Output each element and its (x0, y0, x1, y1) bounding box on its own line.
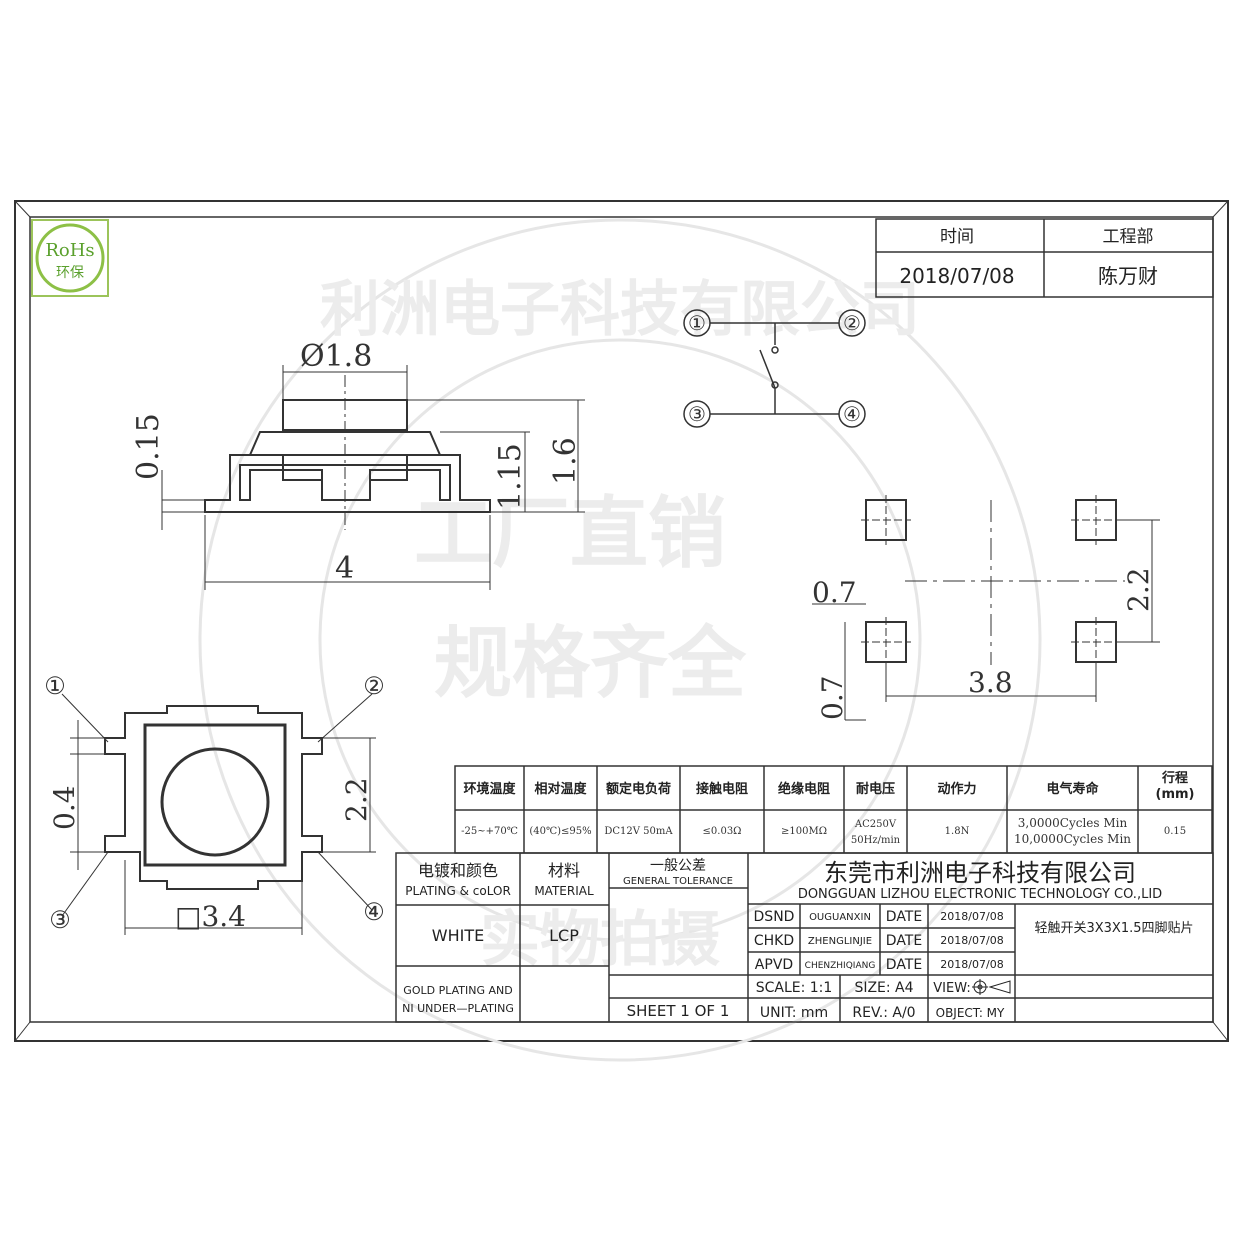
spec-value: AC250V (854, 819, 897, 830)
spec-value: ≤0.03Ω (703, 826, 742, 837)
company-name-en: DONGGUAN LIZHOU ELECTRONIC TECHNOLOGY CO… (798, 887, 1162, 902)
size-field: SIZE: A4 (854, 980, 913, 996)
plating-color-en: PLATING & coLOR (405, 884, 511, 898)
dim-phi-1-8: Ø1.8 (300, 339, 372, 374)
time-label: 时间 (940, 227, 974, 247)
part-name: 轻触开关3X3X1.5四脚贴片 (1034, 920, 1193, 936)
tolerance-en: GENERAL TOLERANCE (623, 876, 733, 887)
spec-header: (mm) (1156, 787, 1195, 802)
pin-4-label: ④ (843, 402, 861, 426)
pin-2-label: ② (843, 311, 861, 335)
watermark-text-4: 实物拍摄 (480, 905, 720, 975)
material-cn: 材料 (548, 861, 580, 880)
gold-plating-line-2: NI UNDER—PLATING (402, 1002, 514, 1015)
approval-date: 2018/07/08 (899, 264, 1014, 288)
top-view-dims (61, 693, 376, 935)
pin-3-label: ③ (688, 402, 706, 426)
spec-header: 绝缘电阻 (778, 781, 830, 797)
spec-header: 电气寿命 (1046, 781, 1099, 797)
gold-plating-line-1: GOLD PLATING AND (403, 984, 512, 997)
spec-value: (40℃)≤95% (529, 826, 591, 837)
dim-1-6: 1.6 (548, 437, 583, 485)
spec-value: 0.15 (1164, 826, 1186, 837)
dim-3-8: 3.8 (968, 666, 1013, 699)
watermark-text-2: 工厂直销 (414, 489, 726, 579)
tolerance-cn: 一般公差 (650, 858, 706, 874)
company-name-cn: 东莞市利洲电子科技有限公司 (824, 859, 1136, 887)
unit-field: UNIT: mm (760, 1005, 828, 1021)
apvd-date: 2018/07/08 (940, 958, 1003, 971)
spec-value: -25~+70℃ (461, 826, 518, 837)
top-pin-4-label: ④ (363, 898, 385, 926)
spec-header: 环境温度 (463, 781, 516, 797)
top-pin-1-label: ① (44, 672, 66, 700)
dsnd-name: OUGUANXIN (809, 912, 871, 923)
spec-header: 行程 (1161, 770, 1188, 786)
side-view-dims (161, 365, 585, 590)
dim-0-7-horizontal: 0.7 (812, 576, 857, 609)
chkd-label: CHKD (754, 933, 794, 949)
watermark-text-1: 利洲电子科技有限公司 (320, 275, 920, 345)
spec-value: 10,0000Cycles Min (1014, 832, 1131, 846)
apvd-label: APVD (755, 957, 793, 973)
spec-value: ≥100MΩ (781, 826, 827, 837)
dsnd-date-label: DATE (886, 909, 922, 925)
spec-table-columns: 环境温度 -25~+70℃ 相对温度 (40℃)≤95% 额定电负荷 DC12V 50mA… (461, 766, 1194, 853)
dim-1-15: 1.15 (493, 443, 528, 510)
dim-2-2-body: 2.2 (340, 777, 373, 822)
spec-header: 耐电压 (856, 781, 895, 797)
dsnd-label: DSND (754, 909, 795, 925)
dsnd-date: 2018/07/08 (940, 910, 1003, 923)
rohs-logo: RoHs 环保 (31, 219, 109, 297)
dim-2-2-pcb: 2.2 (1122, 567, 1155, 612)
dim-0-15: 0.15 (131, 413, 166, 480)
dim-4: 4 (335, 551, 354, 586)
sheet-number: SHEET 1 OF 1 (627, 1002, 730, 1020)
spec-value: 1.8N (945, 826, 970, 837)
dim-box-3-4: □3.4 (175, 900, 246, 933)
spec-value: DC12V 50mA (604, 826, 673, 837)
spec-header: 接触电阻 (696, 781, 748, 797)
top-pin-3-label: ③ (49, 906, 71, 934)
rohs-logo-text: RoHs (45, 240, 94, 261)
title-block-grid (395, 852, 1214, 1023)
watermark-text-3: 规格齐全 (434, 619, 747, 709)
object-field: OBJECT: MY (936, 1006, 1005, 1020)
spec-value: 50Hz/min (851, 835, 901, 846)
color-value: WHITE (432, 926, 484, 945)
material-value: LCP (549, 926, 579, 945)
chkd-date-label: DATE (886, 933, 922, 949)
watermark (198, 218, 1042, 1062)
view-field: VIEW: (933, 981, 970, 996)
spec-value: 3,0000Cycles Min (1018, 816, 1128, 830)
top-view (104, 705, 323, 890)
dim-0-4: 0.4 (48, 785, 81, 830)
pcb-footprint-dims (812, 495, 1160, 721)
rohs-logo-subtext: 环保 (56, 265, 84, 281)
switch-schematic (683, 309, 866, 428)
approval-block (875, 218, 1214, 298)
plating-color-cn: 电镀和颜色 (418, 861, 498, 880)
spec-header: 额定电负荷 (606, 781, 671, 797)
spec-header: 动作力 (937, 781, 976, 797)
chkd-date: 2018/07/08 (940, 934, 1003, 947)
scale-field: SCALE: 1:1 (756, 980, 833, 996)
apvd-date-label: DATE (886, 957, 922, 973)
apvd-name: CHENZHIQIANG (805, 961, 876, 971)
spec-header: 相对温度 (534, 781, 587, 797)
dim-0-7-vertical: 0.7 (816, 675, 849, 720)
pin-1-label: ① (688, 311, 706, 335)
rev-field: REV.: A/0 (852, 1005, 915, 1021)
chkd-name: ZHENGLINJIE (808, 936, 872, 947)
top-pin-2-label: ② (363, 672, 385, 700)
material-en: MATERIAL (534, 884, 594, 898)
approval-person: 陈万财 (1098, 264, 1158, 288)
dept-label: 工程部 (1103, 227, 1154, 247)
projection-symbol-icon (972, 979, 1011, 995)
